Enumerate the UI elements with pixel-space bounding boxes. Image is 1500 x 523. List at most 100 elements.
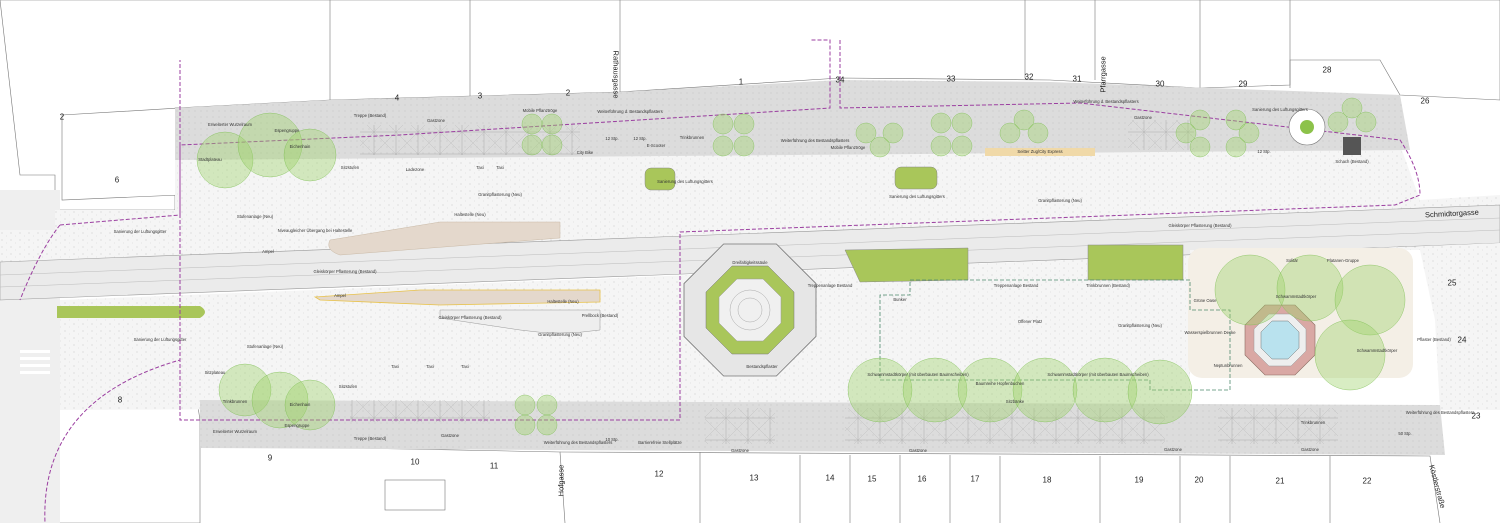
round-bench [1288,108,1326,146]
plan-annotation: Ampel [262,248,274,254]
chess-board [1343,137,1361,155]
house-number: 8 [117,395,123,405]
plan-annotation: Dreifaltigkeitssäule [732,259,768,265]
plan-annotation: Schwammstadtkörper (mit überbauten Baums… [1047,371,1149,377]
plan-annotation: Solitär [1286,257,1298,263]
plan-annotation: Barrierefreie Stellplätze [638,439,682,445]
plan-annotation: Granitpflasterung (Neu) [1118,322,1162,328]
green-strip-left [57,306,205,318]
neptunbrunnen [1244,304,1316,376]
tree-canopies [196,97,1406,436]
plan-annotation: Espengruppe [274,127,300,133]
house-number: 25 [1447,278,1457,288]
house-number: 34 [835,75,845,85]
plan-annotation: Granitpflasterung (Neu) [538,331,582,337]
plan-annotation: Stufenanlage (Neu) [246,343,284,349]
tram-stop-north [328,221,561,256]
plan-annotation: Gastzone [441,432,459,438]
plan-annotation: Sitzplateau [204,369,226,375]
plan-annotation: Schwammstadtkörper [1275,293,1317,299]
plan-annotation: Prellbock (Bestand) [581,312,619,318]
plan-annotation: Ampel [334,292,346,298]
plan-annotation: Sanierung des Luftungsgitters [657,178,713,184]
house-number: 11 [489,461,499,471]
plan-annotation: Sanierung des Luftungsgitters [1252,106,1308,112]
plan-annotation: Wasserspielbrunnen Decke [1184,329,1236,335]
plan-annotation: 50 Stp. [1398,430,1412,436]
house-number: 17 [970,474,980,484]
house-number: 31 [1072,74,1082,84]
plan-annotation: Taxi [391,363,399,369]
plan-annotation: Gastzone [1134,114,1152,120]
plan-annotation: Schwammstadtkörper (mit überbauten Baums… [867,371,969,377]
house-number: 6 [114,175,120,185]
plan-annotation: Platanen-Gruppe [1327,257,1359,263]
plan-annotation: Granitpflasterung (Neu) [1038,197,1082,203]
project-boundary [19,39,1421,523]
plan-annotation: Gastzone [1301,446,1319,452]
plan-annotation: Mobile Pflanztröge [522,107,558,113]
lawn-center [844,247,969,283]
house-number: 18 [1042,475,1052,485]
plan-annotation: Treppenanlage Bestand [807,282,853,288]
house-number: 19 [1134,475,1144,485]
plan-annotation: Seitter Zug/City Express [1017,148,1063,154]
street-label-pfarrgasse: Pfarrgasse [1098,56,1108,93]
plan-annotation: Gastzone [909,447,927,453]
house-number: 32 [1024,72,1034,82]
plan-annotation: Sanierung der Luftungsgitter [133,336,187,342]
plan-annotation: Weiterführung des Bestandspflasters [543,439,613,445]
plan-annotation: Offener Platz [1017,318,1043,324]
plan-annotation: Gastzone [427,117,445,123]
house-number: 9 [267,453,273,463]
plan-annotation: 12 Stp. [1257,148,1271,154]
plan-annotation: Mobile Pflanztröge [830,144,866,150]
plan-annotation: Taxi [476,164,484,170]
plan-annotation: Erweiterter Wurzelraum [208,121,252,127]
house-number: 10 [410,457,420,467]
plan-annotation: Schach (Bestand) [1335,158,1369,164]
plan-annotation: Erweiterter Wurzelraum [213,428,257,434]
plan-annotation: Trinkbrunnen [222,398,248,404]
plan-annotation: Gastzone [1164,446,1182,452]
plan-annotation: Gleiskörper Pflasterung (Bestand) [1168,222,1232,228]
house-number: 1 [738,77,744,87]
plan-annotation: Trinkbrunnen (Bestand) [1086,282,1130,288]
house-number: 21 [1275,476,1285,486]
plan-annotation: Trinkbrunnen [1300,419,1326,425]
plan-annotation: Ladezone [405,166,425,172]
plan-annotation: Sanierung des Luftungsgitters [889,193,945,199]
tram-stop-south [313,289,601,306]
express-zone [985,148,1095,156]
plan-annotation: City Bike [576,149,594,155]
plan-annotation: Gastzone [731,447,749,453]
plan-annotation: 12 Stp. [633,135,647,141]
house-number: 13 [749,473,759,483]
plan-annotation: Sitzbänke [1005,398,1025,404]
plan-annotation: Eichenhain [289,143,311,149]
dreifaltigkeitssaeule [683,243,817,377]
plan-annotation: Weiterführung des Bestandspflasters [780,137,850,143]
house-number: 15 [867,474,877,484]
plan-annotation: Stadtplateau [198,156,222,162]
house-number: 33 [946,74,956,84]
plan-annotation: Taxi [426,363,434,369]
plan-annotation: Sitzstufen [340,164,360,170]
house-number: 24 [1457,335,1467,345]
house-number: 4 [394,93,400,103]
plan-annotation: Bunker [893,296,907,302]
lawn-right [1087,244,1184,281]
plan-annotation: Bestandspflaster [746,363,778,369]
plan-annotation: Haltestelle (Neu) [547,298,579,304]
house-number: 28 [1322,65,1332,75]
plan-annotation: Gleiskörper Pflasterung (Bestand) [438,314,502,320]
upper-gastzone-right [1128,120,1194,150]
plan-annotation: Taxi [496,164,504,170]
plan-annotation: Eichenhain [289,401,311,407]
plan-annotation: Pflaster (Bestand) [1417,336,1451,342]
house-number: 20 [1194,475,1204,485]
plan-annotation: Niveaugleicher Übergang bei Haltestelle [277,227,353,233]
plan-annotation: Grüne Oase [1193,297,1217,303]
plan-annotation: Haltestelle (Neu) [454,211,486,217]
